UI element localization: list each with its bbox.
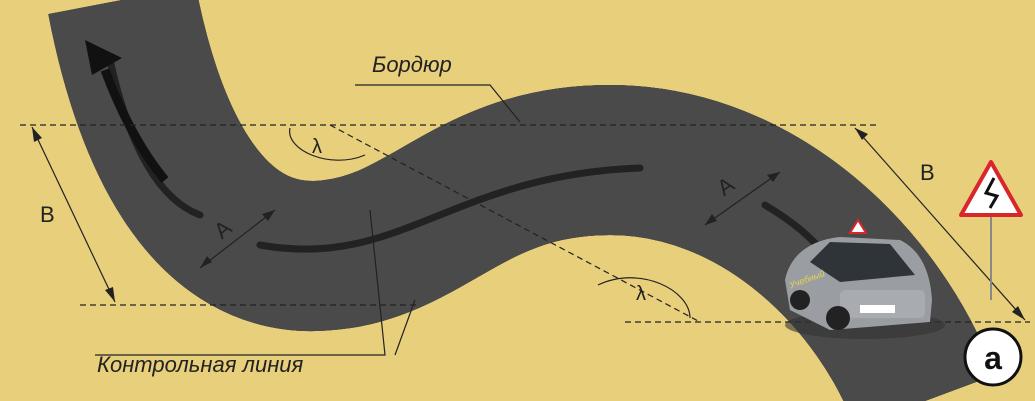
figure-label-badge: a [963,327,1023,387]
car: Учебный [785,218,945,339]
control-line-label: Контрольная линия [97,352,304,377]
angle-top: λ [312,136,322,158]
direction-arrow-icon [85,40,169,183]
angle-bottom: λ [636,283,646,305]
dim-b-right: B [920,160,935,185]
center-marking [256,164,644,253]
winding-road-sign-icon [959,160,1023,300]
curb-label: Бордюр [372,52,452,77]
arrowheads [32,127,1025,320]
student-driver-sign-icon [848,218,868,234]
figure-letter: a [984,340,1002,376]
dim-b-left: B [40,202,55,227]
road [110,0,925,401]
